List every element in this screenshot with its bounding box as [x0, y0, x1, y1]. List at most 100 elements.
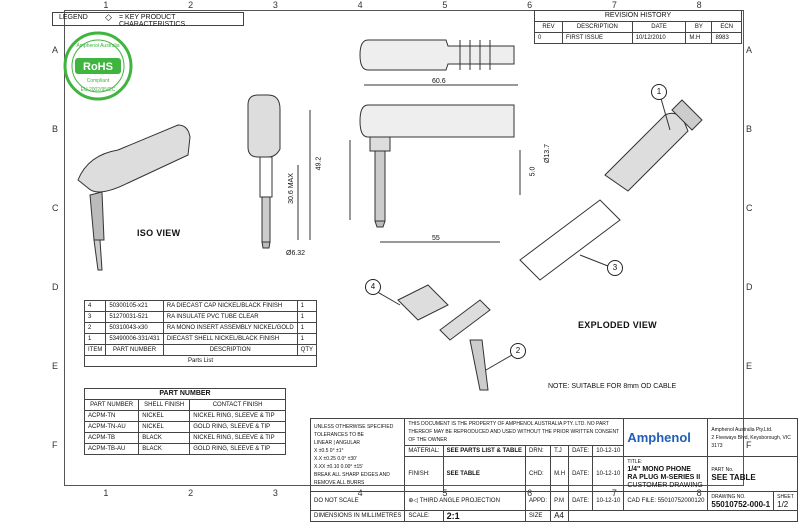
zone-row-E: E [746, 360, 753, 371]
svg-text:Amphenol Australia: Amphenol Australia [76, 43, 119, 49]
parts-header-cell-3: QTY [296, 344, 318, 356]
drn-value: T.J [550, 445, 570, 457]
property-notice: THIS DOCUMENT IS THE PROPERTY OF AMPHENO… [404, 418, 625, 446]
company-address-box: Amphenol Australia Pty.Ltd. 2 Fiveways B… [707, 418, 798, 457]
tol-row-3: X.XX ±0.10 0.00° ±15' [314, 464, 364, 470]
zone-column-6: 6 [527, 0, 533, 10]
zone-column-2: 2 [188, 0, 194, 10]
size-label: SIZE [525, 510, 552, 522]
dim-tip-length: 55 [432, 235, 440, 242]
zone-row-D: D [746, 281, 753, 292]
part-no-label: PART No. [711, 467, 734, 473]
drawing-no-label: DRAWING NO. [711, 494, 746, 500]
finish-value: SEE TABLE [442, 456, 527, 492]
title-label: TITLE: [627, 459, 643, 465]
zone-row-D: D [52, 281, 59, 292]
dim-body-diameter: Ø13.7 [544, 143, 552, 164]
svg-text:EU 2002/95/EC: EU 2002/95/EC [81, 87, 116, 93]
pn-cell-1: BLACK [138, 432, 191, 444]
parts-cell-1: 50310043-x30 [105, 322, 164, 334]
drn-label: DRN: [525, 445, 552, 457]
dim-offset: 5.0 [529, 166, 537, 177]
zone-row-A: A [746, 44, 753, 55]
sheet-value: 1/2 [777, 500, 789, 509]
part-no-box: PART No. SEE TABLE [707, 456, 798, 492]
material-label: MATERIAL: [404, 445, 444, 457]
zone-column-7: 7 [611, 0, 617, 10]
linear-label: LINEAR [314, 440, 333, 446]
legend-title: LEGEND [59, 14, 88, 21]
cad-label: CAD FILE: [627, 498, 657, 504]
tolerance-box: UNLESS OTHERWISE SPECIFIED TOLERANCES TO… [309, 418, 406, 492]
finish-label: FINISH: [404, 456, 444, 492]
date-value-1: 10-12-10 [592, 445, 625, 457]
title-line-2: RA PLUG M-SERIES II [627, 474, 701, 481]
date-label-1: DATE: [568, 445, 594, 457]
pn-cell-2: GOLD RING, SLEEVE & TIP [189, 443, 286, 455]
zone-row-F: F [52, 439, 58, 450]
rohs-seal: RoHS Amphenol Australia Compliant EU 200… [63, 31, 133, 101]
cad-value: 55010752000120 [657, 498, 705, 504]
pn-cell-2: GOLD RING, SLEEVE & TIP [189, 421, 286, 433]
parts-cell-2: RA DIECAST CAP NICKEL/BLACK FINISH [162, 300, 298, 312]
pn-header-cell-1: SHELL FINISH [138, 399, 191, 411]
parts-list-caption: Parts List [83, 355, 318, 367]
iso-view-label: ISO VIEW [137, 228, 181, 238]
zone-column-4: 4 [357, 0, 363, 10]
title-block-spacer [568, 510, 798, 522]
tol-row-2: X.X ±0.25 0.0° ±30' [314, 456, 357, 462]
scale-value: 2:1 [442, 510, 527, 522]
chd-value: M.H [550, 456, 570, 492]
company-name: Amphenol Australia Pty.Ltd. [711, 426, 773, 433]
pn-cell-0: ACPM-TB-AU [83, 443, 140, 455]
do-not-scale: DO NOT SCALE [309, 491, 406, 511]
parts-cell-2: RA INSULATE PVC TUBE CLEAR [162, 311, 298, 323]
sheet-label: SHEET [777, 494, 794, 500]
zone-column-1: 1 [103, 0, 109, 10]
callout-bubble-4: 4 [365, 279, 381, 295]
zone-row-B: B [746, 123, 753, 134]
parts-cell-0: 1 [83, 333, 107, 345]
drawing-no-value: 55010752-000-1 [711, 500, 771, 509]
chd-label: CHD: [525, 456, 552, 492]
size-value: A4 [550, 510, 570, 522]
legend-box: LEGEND ◇ = KEY PRODUCT CHARACTERISTICS [52, 12, 244, 28]
pn-cell-1: BLACK [138, 443, 191, 455]
technical-drawings [77, 39, 703, 391]
angular-label: ANGULAR [335, 440, 361, 446]
parts-cell-1: 51270031-521 [105, 311, 164, 323]
pn-cell-0: ACPM-TN-AU [83, 421, 140, 433]
date-value-2: 10-12-10 [592, 456, 625, 492]
projection-icon: ⊕◁ [408, 498, 419, 504]
apd-value: P.M [550, 491, 570, 511]
apd-label: APPD: [525, 491, 552, 511]
pn-header-cell-0: PART NUMBER [83, 399, 140, 411]
parts-cell-0: 3 [83, 311, 107, 323]
parts-cell-0: 4 [83, 300, 107, 312]
parts-header-cell-0: ITEM [83, 344, 107, 356]
zone-column-5: 5 [442, 0, 448, 10]
pn-cell-0: ACPM-TB [83, 432, 140, 444]
zone-column-3: 3 [272, 488, 278, 498]
svg-text:Compliant: Compliant [87, 78, 110, 84]
diamond-icon: ◇ [105, 12, 112, 22]
parts-cell-1: 53490006-331/431 [105, 333, 164, 345]
parts-header-cell-2: DESCRIPTION [162, 344, 298, 356]
title-line-1: 1/4" MONO PHONE [627, 466, 691, 473]
part-no-value: SEE TABLE [711, 473, 756, 482]
title-block: UNLESS OTHERWISE SPECIFIED TOLERANCES TO… [309, 418, 798, 522]
sheet-box: SHEET 1/2 [773, 491, 798, 511]
revision-cell-4: 8983 [711, 32, 742, 44]
drawing-no-box: DRAWING NO. 55010752-000-1 [707, 491, 775, 511]
